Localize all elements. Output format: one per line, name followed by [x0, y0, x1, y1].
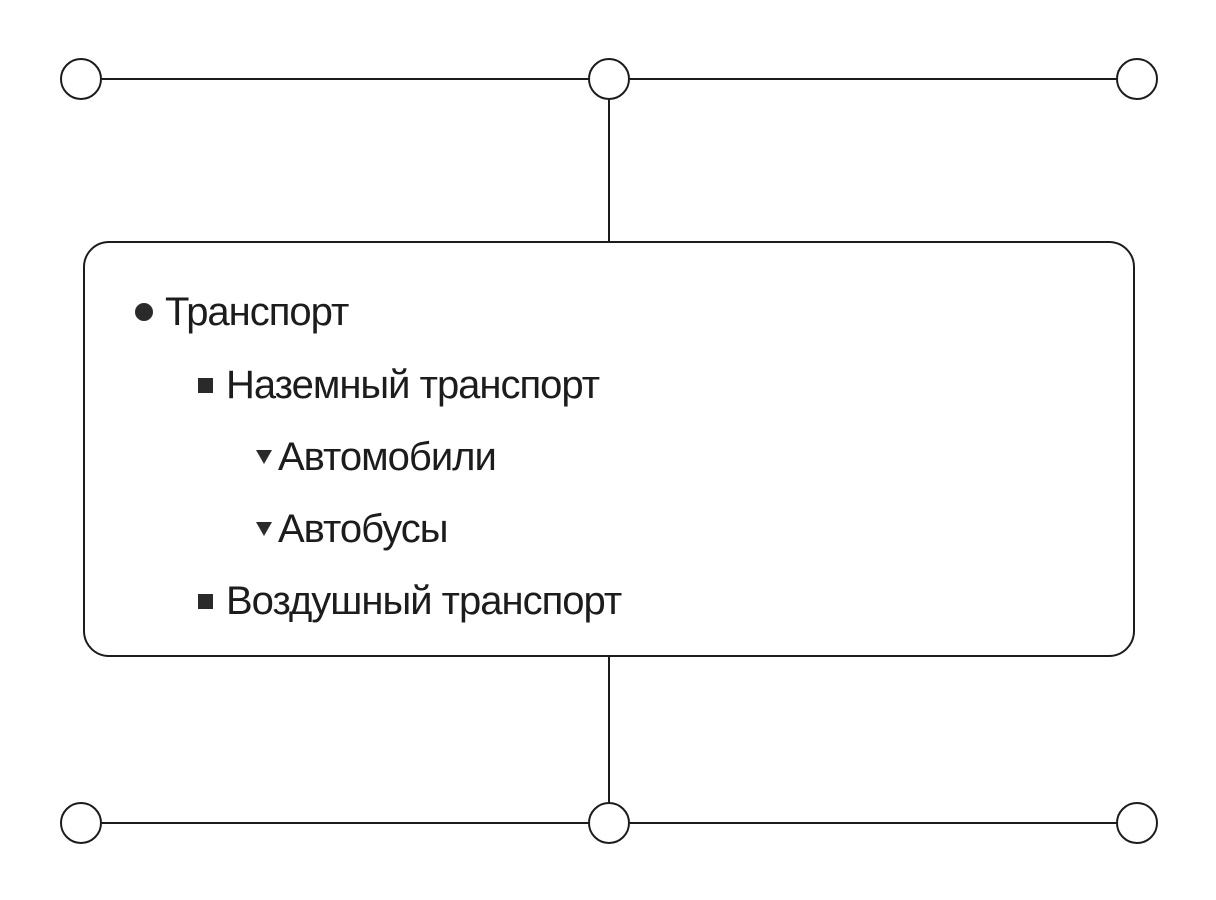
outline-item-ground-transport: Наземный транспорт [198, 363, 600, 407]
bottom-center-node [588, 802, 630, 844]
top-center-node [588, 58, 630, 100]
outline-item-air-transport: Воздушный транспорт [198, 579, 622, 623]
bottom-left-node [60, 802, 102, 844]
triangle-down-bullet-icon [256, 450, 272, 464]
outline-group-label: Наземный транспорт [226, 363, 600, 407]
outline-panel: Транспорт Наземный транспорт Автомобили … [83, 241, 1135, 657]
top-left-node [60, 58, 102, 100]
outline-item-buses: Автобусы [256, 509, 448, 549]
circle-bullet-icon [135, 303, 153, 321]
triangle-down-bullet-icon [256, 522, 272, 536]
outline-item-cars: Автомобили [256, 435, 497, 479]
square-bullet-icon [198, 593, 213, 609]
outline-group-label: Воздушный транспорт [226, 579, 622, 623]
outline-child-label: Автобусы [278, 507, 448, 551]
outline-root-label: Транспорт [165, 290, 349, 334]
bottom-right-node [1116, 802, 1158, 844]
outline-child-label: Автомобили [278, 435, 497, 479]
top-right-node [1116, 58, 1158, 100]
outline-item-root: Транспорт [135, 290, 349, 334]
square-bullet-icon [198, 377, 213, 393]
